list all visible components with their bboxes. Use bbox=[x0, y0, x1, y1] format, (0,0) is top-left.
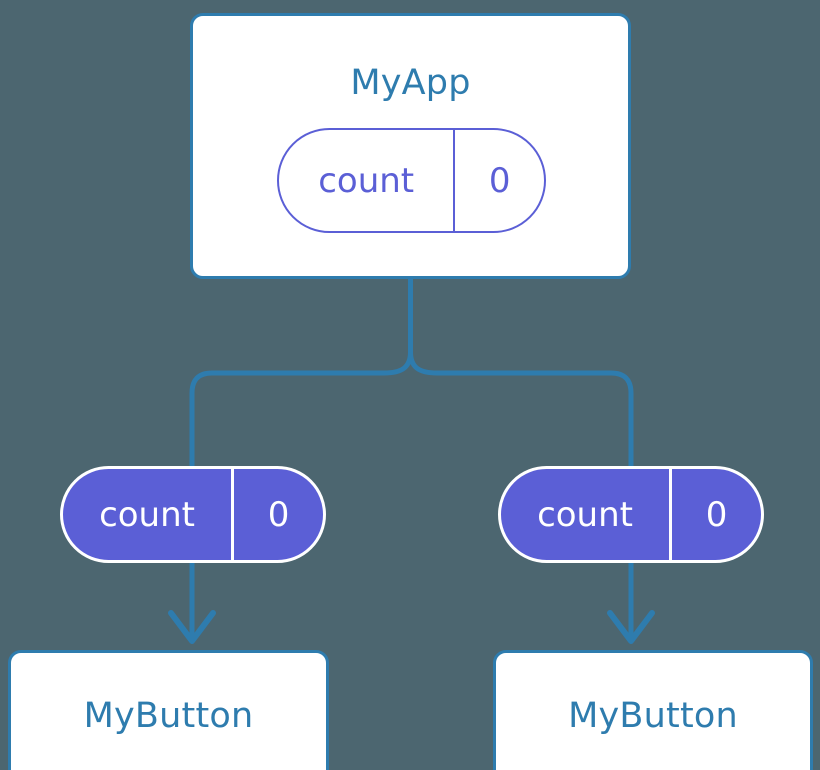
component-card-mybutton-left[interactable]: MyButton bbox=[8, 650, 329, 770]
component-title-mybutton-left: MyButton bbox=[83, 695, 254, 736]
arrow-down-icon-right bbox=[607, 610, 655, 644]
component-card-mybutton-right[interactable]: MyButton bbox=[493, 650, 813, 770]
props-pill-value: 0 bbox=[267, 494, 290, 535]
connector-branch-right bbox=[437, 370, 634, 468]
props-pill-key: count bbox=[63, 469, 235, 560]
connector-junction-peak bbox=[408, 351, 438, 376]
props-pill-left-count[interactable]: count 0 bbox=[60, 466, 326, 563]
props-pill-value: 0 bbox=[705, 494, 728, 535]
state-pill-key: count bbox=[279, 130, 456, 231]
component-title-myapp: MyApp bbox=[350, 63, 471, 103]
props-pill-key: count bbox=[501, 469, 673, 560]
component-title-mybutton-right: MyButton bbox=[568, 695, 738, 736]
props-pill-right-count[interactable]: count 0 bbox=[498, 466, 764, 563]
state-pill-value: 0 bbox=[488, 160, 511, 201]
component-card-myapp[interactable]: MyApp bbox=[190, 13, 631, 279]
connector-branch-left bbox=[189, 370, 384, 468]
connector-junction-peak-mirror bbox=[383, 351, 413, 376]
state-pill-myapp-count[interactable]: count 0 bbox=[277, 128, 546, 233]
arrow-down-icon-left bbox=[168, 610, 216, 644]
